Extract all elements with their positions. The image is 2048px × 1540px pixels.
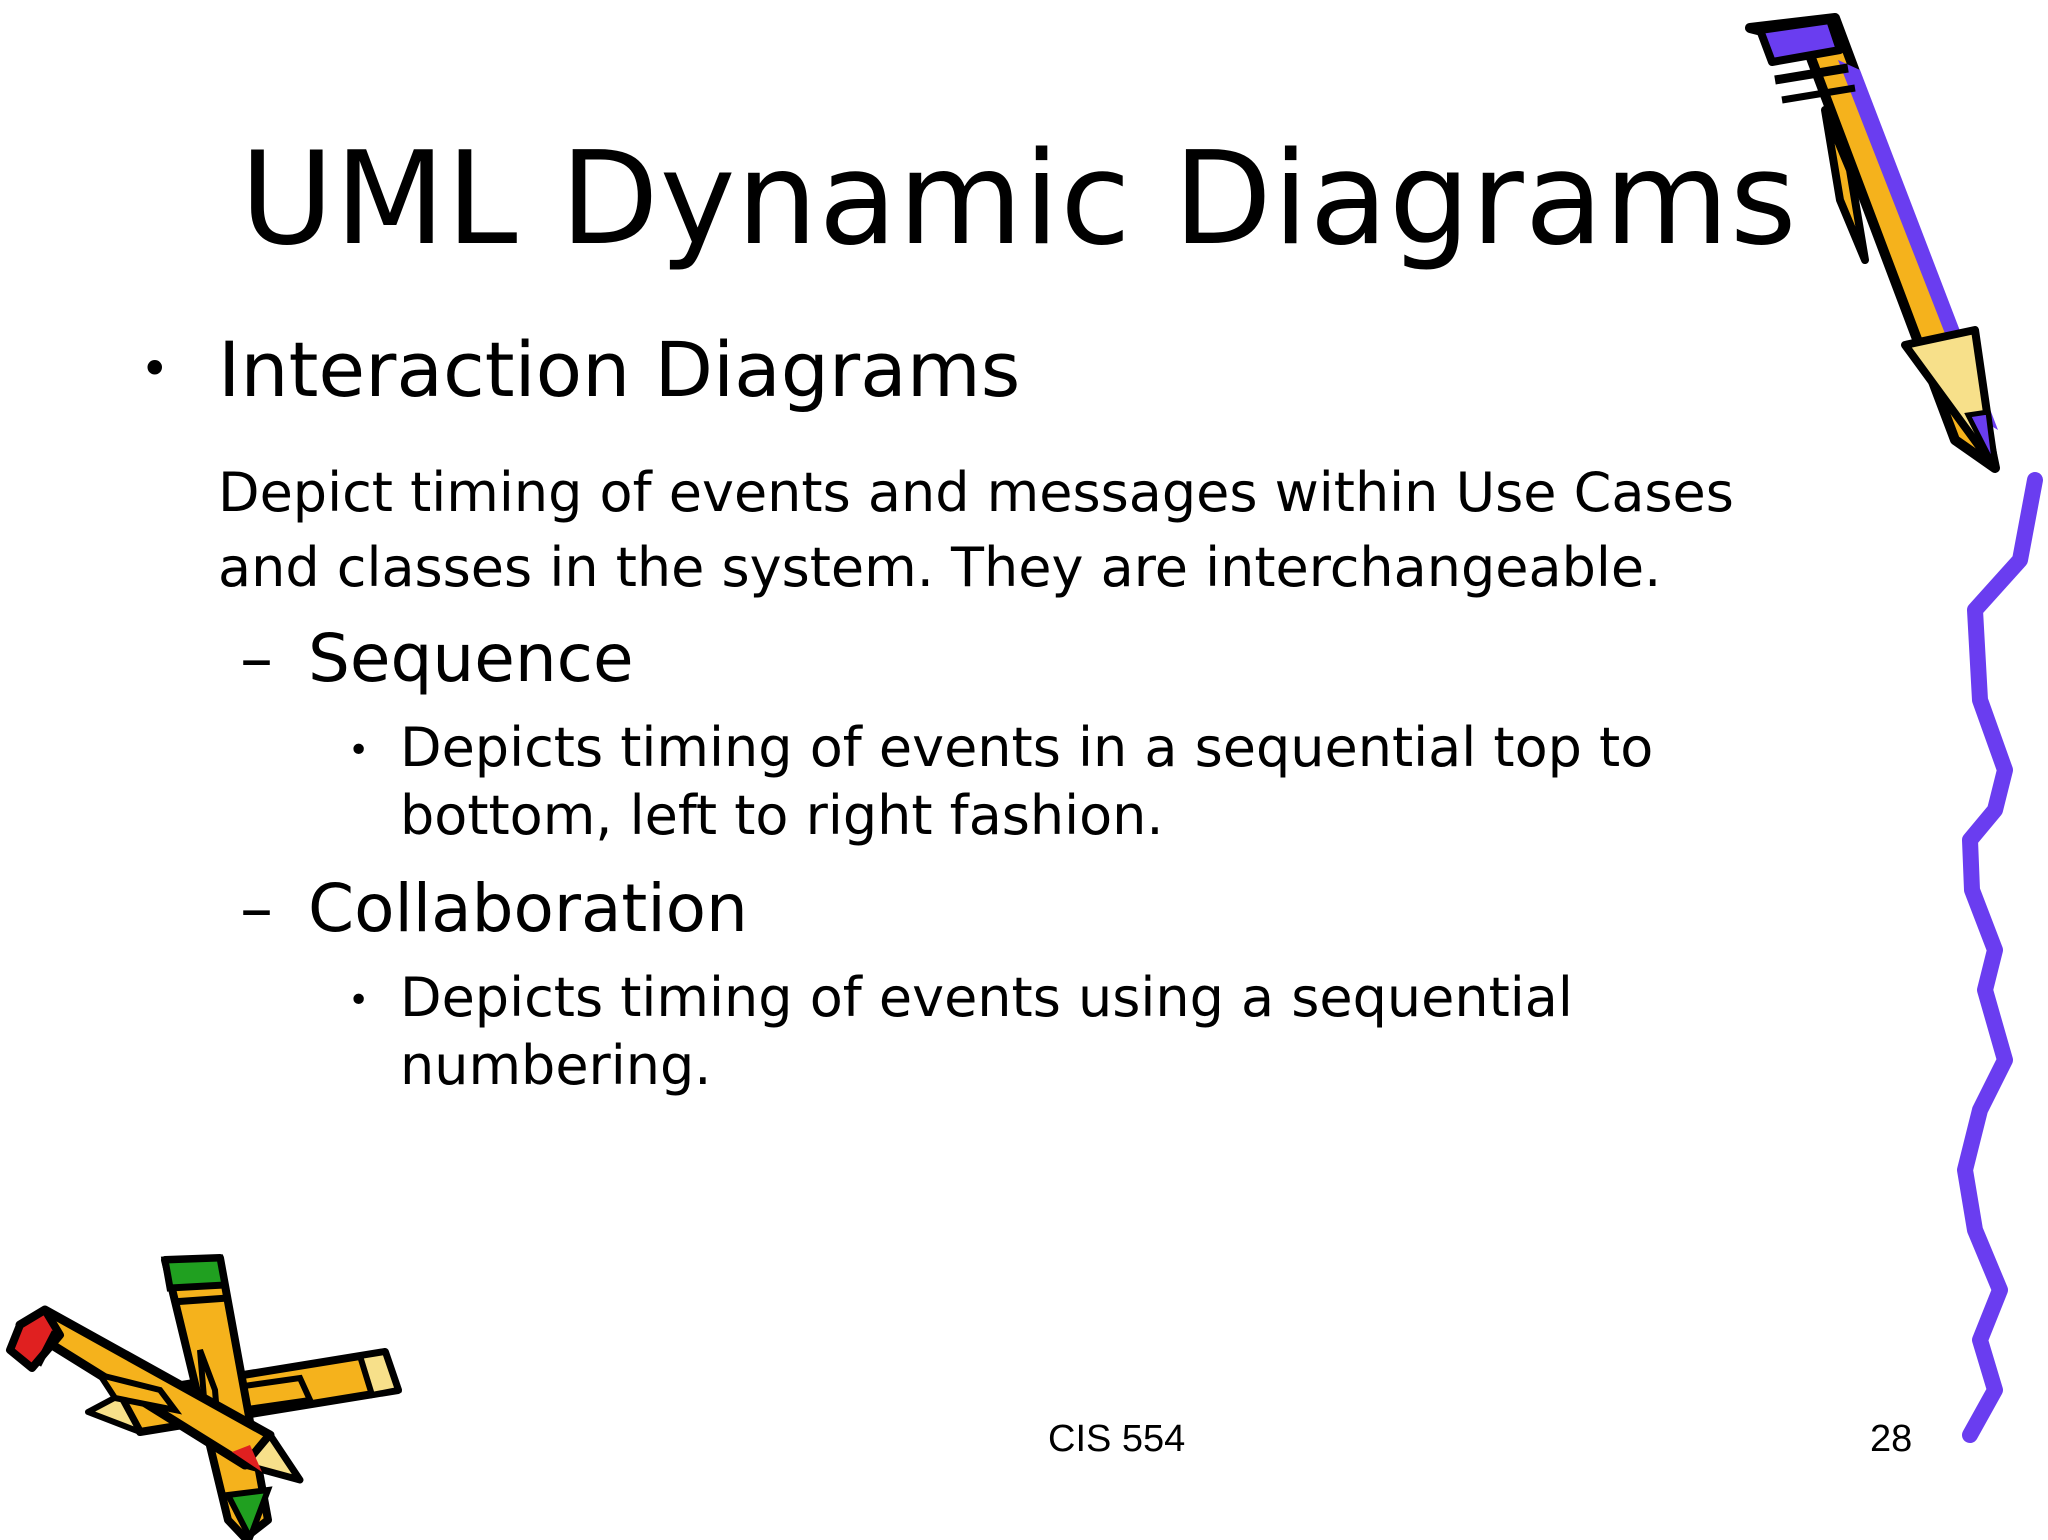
dash-marker: – — [240, 870, 273, 947]
footer-page-number: 28 — [1870, 1418, 1913, 1460]
squiggle-line-icon — [1957, 472, 2043, 1443]
sub-item-sequence-detail: Depicts timing of events in a sequential… — [400, 716, 1654, 847]
bullet-marker: • — [140, 340, 170, 398]
pencil-clipart-icon — [1745, 13, 2000, 473]
bullet-description: Depict timing of events and messages wit… — [218, 461, 1734, 599]
sub-bullet-marker: • — [348, 730, 370, 771]
bullet-interaction-diagrams: Interaction Diagrams — [218, 325, 1021, 414]
pencils-clipart-icon — [6, 1254, 402, 1540]
sub-item-collaboration: Collaboration — [308, 870, 748, 947]
slide-title: UML Dynamic Diagrams — [240, 125, 1798, 274]
sub-item-sequence: Sequence — [308, 620, 634, 697]
sub-item-collaboration-detail: Depicts timing of events using a sequent… — [400, 966, 1573, 1097]
footer-course: CIS 554 — [1048, 1418, 1186, 1460]
sub-bullet-marker: • — [348, 980, 370, 1021]
dash-marker: – — [240, 620, 273, 697]
